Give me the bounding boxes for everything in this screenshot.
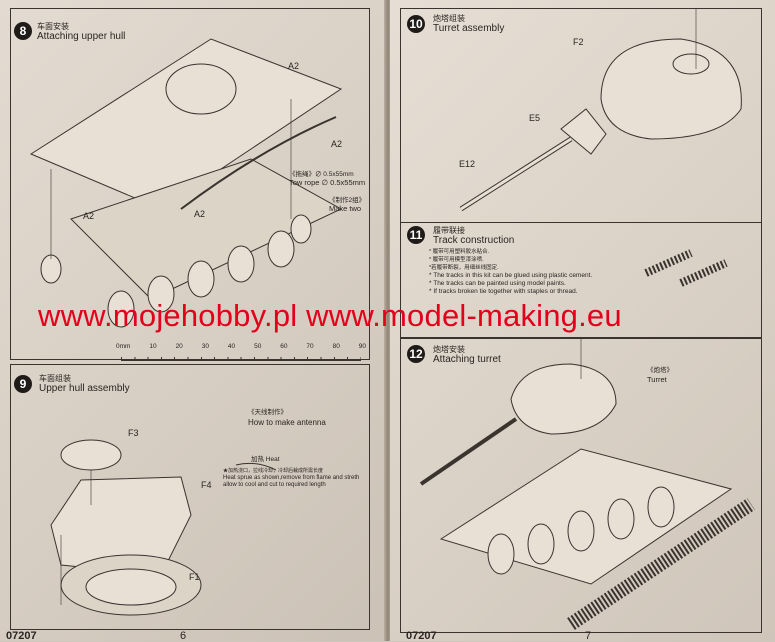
- part-label: F1: [189, 572, 200, 582]
- hull-diagram: [29, 38, 343, 328]
- step-10-panel: 10 炮塔组装 Turret assembly F2 E5 E12: [400, 8, 762, 223]
- make-two-label: Make two: [329, 204, 362, 213]
- step-title: Attaching turret: [433, 354, 501, 365]
- part-label: F3: [128, 428, 139, 438]
- tow-rope-label: Tow rope ∅ 0.5x55mm: [289, 178, 366, 187]
- ruler-tick: 10: [149, 343, 157, 350]
- note: * The tracks in this kit can be glued us…: [429, 272, 593, 279]
- tank-diagram: [419, 339, 755, 630]
- step-title-cn: 炮塔组装: [433, 14, 465, 23]
- antenna-cn: 《天线制作》: [248, 409, 287, 416]
- heat-label: 加热 Heat: [251, 456, 280, 463]
- step-number: 11: [407, 226, 425, 244]
- step-title-cn: 车面安装: [37, 22, 69, 31]
- part-label: E12: [459, 159, 476, 169]
- ruler-tick: 70: [306, 343, 314, 350]
- note-cn: ★加热浇口，拉线冷却，冷却后裁成所需长度: [223, 468, 324, 474]
- ruler-tick: 60: [280, 343, 288, 350]
- make-two-cn: 《制作2组》: [329, 197, 366, 204]
- part-label: E5: [529, 113, 541, 123]
- track-notes: * 履带可用塑料胶水粘合. * 履带可用模型漆涂喷. *若履带断裂，用细丝线固定…: [429, 248, 592, 296]
- part-label: F4: [201, 480, 212, 490]
- note: *若履带断裂，用细丝线固定.: [429, 265, 499, 271]
- step-title: Upper hull assembly: [39, 383, 130, 394]
- watermark: www.mojehobby.pl www.model-making.eu: [38, 298, 622, 333]
- step-number: 9: [14, 375, 32, 393]
- right-page: 10 炮塔组装 Turret assembly F2 E5 E12 11 履带联…: [390, 0, 775, 642]
- track-links-diagram: [644, 249, 728, 287]
- ruler-tick: 90: [358, 343, 366, 350]
- step-number: 12: [407, 345, 425, 363]
- ruler-tick: 80: [332, 343, 340, 350]
- part-label: A2: [83, 211, 95, 221]
- note: * 履带可用塑料胶水粘合.: [429, 249, 490, 255]
- ruler-zero: 0mm: [116, 343, 131, 350]
- step-12-panel: 12 炮塔安装 Attaching turret 《炮塔》 Turret: [400, 338, 762, 633]
- step-title: Attaching upper hull: [37, 31, 126, 42]
- step-title-cn: 履带联接: [433, 226, 465, 235]
- page-number: 6: [180, 630, 187, 642]
- part-label: F2: [573, 37, 584, 47]
- note: * 履带可用模型漆涂喷.: [429, 257, 484, 263]
- part-label: A2: [288, 61, 300, 71]
- ruler-tick: 20: [175, 343, 183, 350]
- ruler-tick: 50: [254, 343, 262, 350]
- ruler-tick: 30: [201, 343, 209, 350]
- step-11-panel: 11 履带联接 Track construction * 履带可用塑料胶水粘合.…: [400, 222, 762, 338]
- step-8-panel: 8 车面安装 Attaching upper hull A2 A2 A2 A2 …: [10, 8, 370, 361]
- ruler-tick: 40: [227, 343, 236, 350]
- antenna-title: How to make antenna: [248, 418, 326, 427]
- step-title: Track construction: [433, 235, 515, 246]
- step-title-cn: 炮塔安装: [433, 345, 465, 354]
- step-9-panel: 9 车面组装 Upper hull assembly F3 F4 F1 《天线制…: [10, 364, 370, 630]
- product-code: 07207: [406, 630, 437, 642]
- step-number: 10: [407, 15, 425, 33]
- turret-hull-diagram: [50, 439, 277, 616]
- part-label: A2: [194, 209, 206, 219]
- note-text: Heat sprue as shown,remove from flame an…: [223, 475, 360, 488]
- tow-rope-cn: 《拖绳》∅ 0.5x55mm: [289, 171, 354, 178]
- product-code: 07207: [6, 630, 37, 642]
- turret-diagram: [459, 9, 742, 212]
- turret-cn: 《炮塔》: [647, 367, 673, 374]
- turret-label: Turret: [647, 375, 667, 384]
- book-gutter: [384, 0, 392, 641]
- note: * If tracks broken tie together with sta…: [429, 288, 578, 295]
- part-label: A2: [331, 139, 343, 149]
- step-title: Turret assembly: [433, 23, 505, 34]
- step-number: 8: [14, 22, 32, 40]
- page-number: 7: [585, 630, 592, 642]
- step-title-cn: 车面组装: [39, 374, 71, 383]
- left-page: 8 车面安装 Attaching upper hull A2 A2 A2 A2 …: [0, 0, 386, 642]
- note: * The tracks can be painted using model …: [429, 280, 566, 287]
